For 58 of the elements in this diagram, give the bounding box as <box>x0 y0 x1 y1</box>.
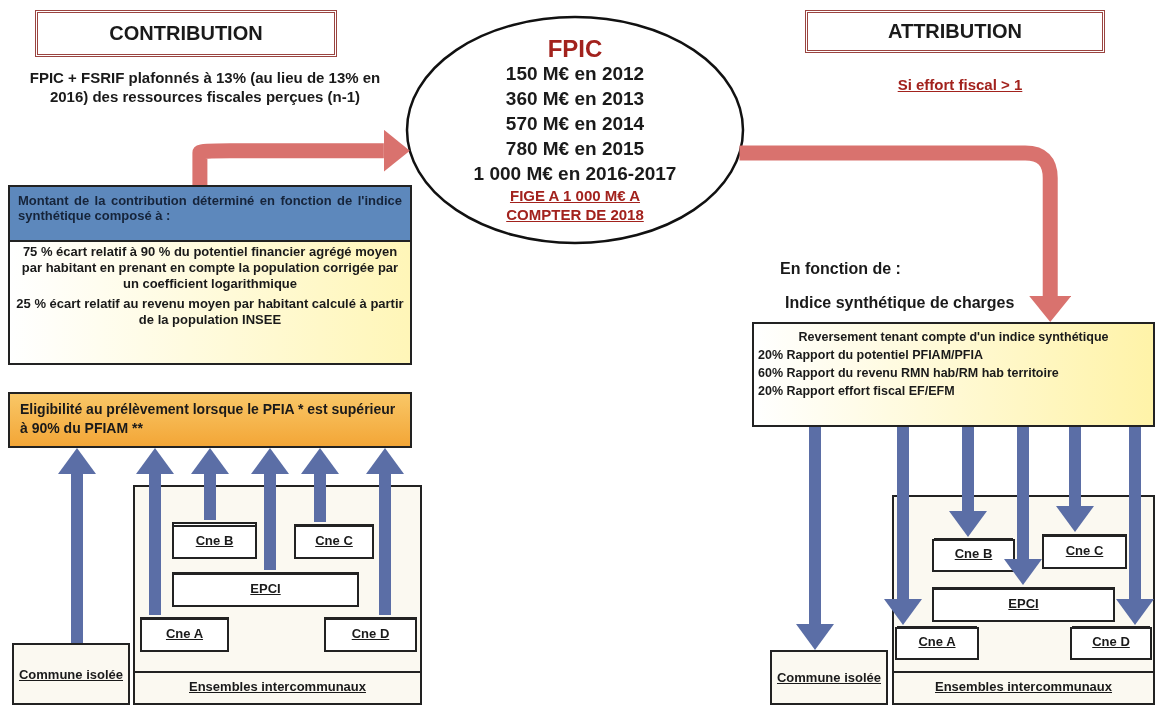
arrow <box>1116 427 1154 625</box>
amount-text: 150 M€ en 2012 <box>505 62 645 86</box>
arrow <box>884 427 922 625</box>
box-text: 20% Rapport effort fiscal EF/EFM <box>758 383 956 400</box>
box-text: Commune isolée <box>19 666 123 682</box>
condition-box <box>8 392 412 448</box>
box-text: 60% Rapport du revenu RMN hab/RM hab territoire <box>758 365 1060 382</box>
amount-text: 360 M€ en 2013 <box>505 87 645 111</box>
note-text: FPIC + FSRIF plafonnés à 13% (au lieu de 13% en 2016) des ressources fiscales perçues (n-1) <box>28 68 382 106</box>
box-text: Ensembles intercommunaux <box>894 671 1153 703</box>
arrow <box>796 427 834 650</box>
amount-text: 1 000 M€ en 2016-2017 <box>473 162 677 186</box>
ellipse-node <box>405 15 745 245</box>
arrow <box>1056 427 1094 532</box>
box-text: Cne B <box>174 525 255 557</box>
box-text: Cne C <box>296 525 372 557</box>
commune-box <box>770 650 888 705</box>
curved-arrow <box>192 129 410 185</box>
box-text: EPCI <box>174 573 357 605</box>
box-text: CONTRIBUTION <box>109 22 263 45</box>
arrow <box>136 448 174 615</box>
criteria-box <box>8 185 412 365</box>
heading: FPIC <box>547 36 603 61</box>
note-text: En fonction de : <box>780 260 902 278</box>
curved-arrow <box>739 145 1072 322</box>
section-title-box <box>35 10 337 57</box>
box-text: EPCI <box>934 588 1113 620</box>
box-text: ATTRIBUTION <box>887 20 1023 43</box>
box-text: 25 % écart relatif au revenu moyen par habitant calculé à partir de la population INSEE <box>15 295 405 329</box>
group-box <box>133 485 422 705</box>
box-text: Ensembles intercommunaux <box>135 671 420 703</box>
arrow <box>191 448 229 520</box>
box-text: Commune isolée <box>777 670 881 685</box>
heading: Montant de la contribution déterminé en fonction de l'indice synthétique composé à : <box>10 187 410 242</box>
heading: Reversement tenant compte d'un indice synthétique <box>797 329 1110 346</box>
box-text: Cne D <box>1072 626 1150 658</box>
commune-box <box>12 643 130 705</box>
amount-text: 570 M€ en 2014 <box>505 112 645 136</box>
section-title-box <box>805 10 1105 53</box>
box-text: 20% Rapport du potentiel PFIAM/PFIA <box>758 347 984 364</box>
arrow <box>949 427 987 537</box>
arrow <box>251 448 289 570</box>
amount-text: FIGE A 1 000 M€ A COMPTER DE 2018 <box>505 186 645 224</box>
arrow <box>58 448 96 643</box>
condition-text: Si effort fiscal > 1 <box>896 76 1024 93</box>
box-text: Cne A <box>142 618 227 650</box>
criteria-box <box>752 322 1155 427</box>
note-text: Indice synthétique de charges <box>785 294 1016 312</box>
box-text: Cne B <box>934 538 1013 570</box>
box-text: Cne D <box>326 618 415 650</box>
box-text: 75 % écart relatif à 90 % du potentiel financier agrégé moyen par habitant en prenant en compte la population corrigée par un coefficient logarithmique <box>20 243 400 293</box>
arrow <box>366 448 404 615</box>
amount-text: 780 M€ en 2015 <box>505 137 645 161</box>
arrow <box>301 448 339 522</box>
box-text: Eligibilité au prélèvement lorsque le PFIA * est supérieur à 90% du PFIAM ** <box>20 400 397 438</box>
box-text: Cne A <box>897 626 977 658</box>
box-text: Cne C <box>1044 535 1125 567</box>
arrow <box>1004 427 1042 585</box>
